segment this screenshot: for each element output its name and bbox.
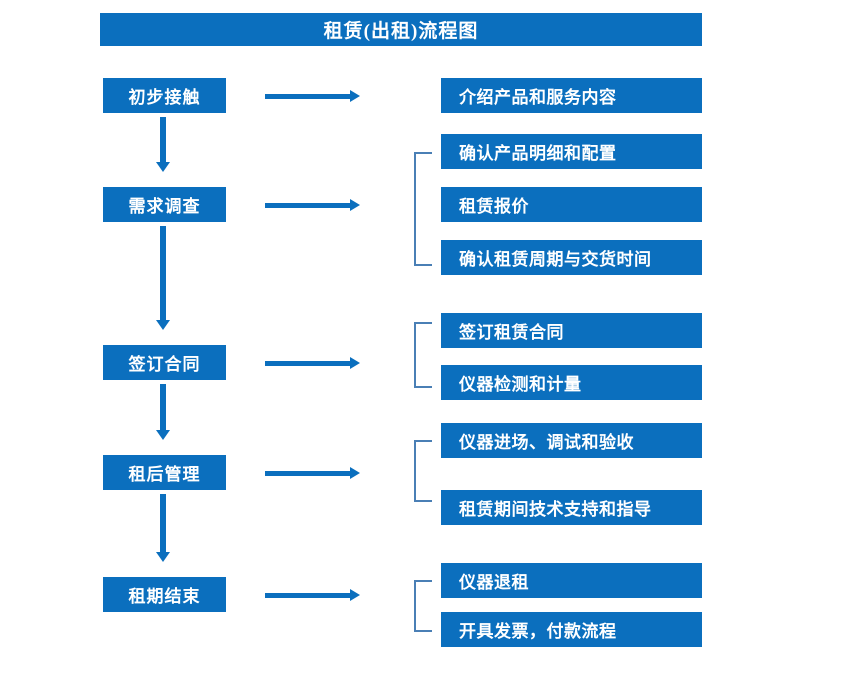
down-arrow-stage-4-to-5	[156, 494, 170, 562]
page-title: 租赁(出租)流程图	[100, 13, 702, 46]
arrow-shaft	[160, 384, 166, 431]
arrow-shaft	[265, 471, 351, 476]
detail-box-4-2[interactable]: 租赁期间技术支持和指导	[441, 490, 702, 525]
stage-box-4[interactable]: 租后管理	[103, 455, 226, 490]
detail-box-3-2[interactable]: 仪器检测和计量	[441, 365, 702, 400]
arrow-head-down-icon	[156, 552, 170, 562]
right-arrow-stage-4	[265, 467, 360, 479]
right-arrow-stage-3	[265, 357, 360, 369]
right-arrow-stage-2	[265, 199, 360, 211]
arrow-head-right-icon	[350, 199, 360, 211]
arrow-shaft	[265, 593, 351, 598]
group-bracket-stage-5	[414, 580, 432, 632]
arrow-head-right-icon	[350, 467, 360, 479]
arrow-head-right-icon	[350, 589, 360, 601]
group-bracket-stage-2	[414, 152, 432, 266]
right-arrow-stage-1	[265, 90, 360, 102]
arrow-shaft	[160, 226, 166, 321]
arrow-shaft	[265, 94, 351, 99]
down-arrow-stage-2-to-3	[156, 226, 170, 330]
detail-box-2-3[interactable]: 确认租赁周期与交货时间	[441, 240, 702, 275]
detail-box-5-2[interactable]: 开具发票，付款流程	[441, 612, 702, 647]
group-bracket-stage-3	[414, 322, 432, 388]
arrow-shaft	[265, 361, 351, 366]
stage-box-3[interactable]: 签订合同	[103, 345, 226, 380]
down-arrow-stage-1-to-2	[156, 117, 170, 172]
down-arrow-stage-3-to-4	[156, 384, 170, 440]
arrow-head-right-icon	[350, 90, 360, 102]
stage-box-2[interactable]: 需求调查	[103, 187, 226, 222]
arrow-shaft	[160, 117, 166, 163]
detail-box-1-1[interactable]: 介绍产品和服务内容	[441, 78, 702, 113]
stage-box-5[interactable]: 租期结束	[103, 577, 226, 612]
arrow-head-down-icon	[156, 320, 170, 330]
arrow-head-right-icon	[350, 357, 360, 369]
arrow-head-down-icon	[156, 430, 170, 440]
detail-box-5-1[interactable]: 仪器退租	[441, 563, 702, 598]
arrow-shaft	[160, 494, 166, 553]
detail-box-4-1[interactable]: 仪器进场、调试和验收	[441, 423, 702, 458]
group-bracket-stage-4	[414, 440, 432, 502]
detail-box-3-1[interactable]: 签订租赁合同	[441, 313, 702, 348]
arrow-head-down-icon	[156, 162, 170, 172]
stage-box-1[interactable]: 初步接触	[103, 78, 226, 113]
detail-box-2-1[interactable]: 确认产品明细和配置	[441, 134, 702, 169]
detail-box-2-2[interactable]: 租赁报价	[441, 187, 702, 222]
right-arrow-stage-5	[265, 589, 360, 601]
arrow-shaft	[265, 203, 351, 208]
